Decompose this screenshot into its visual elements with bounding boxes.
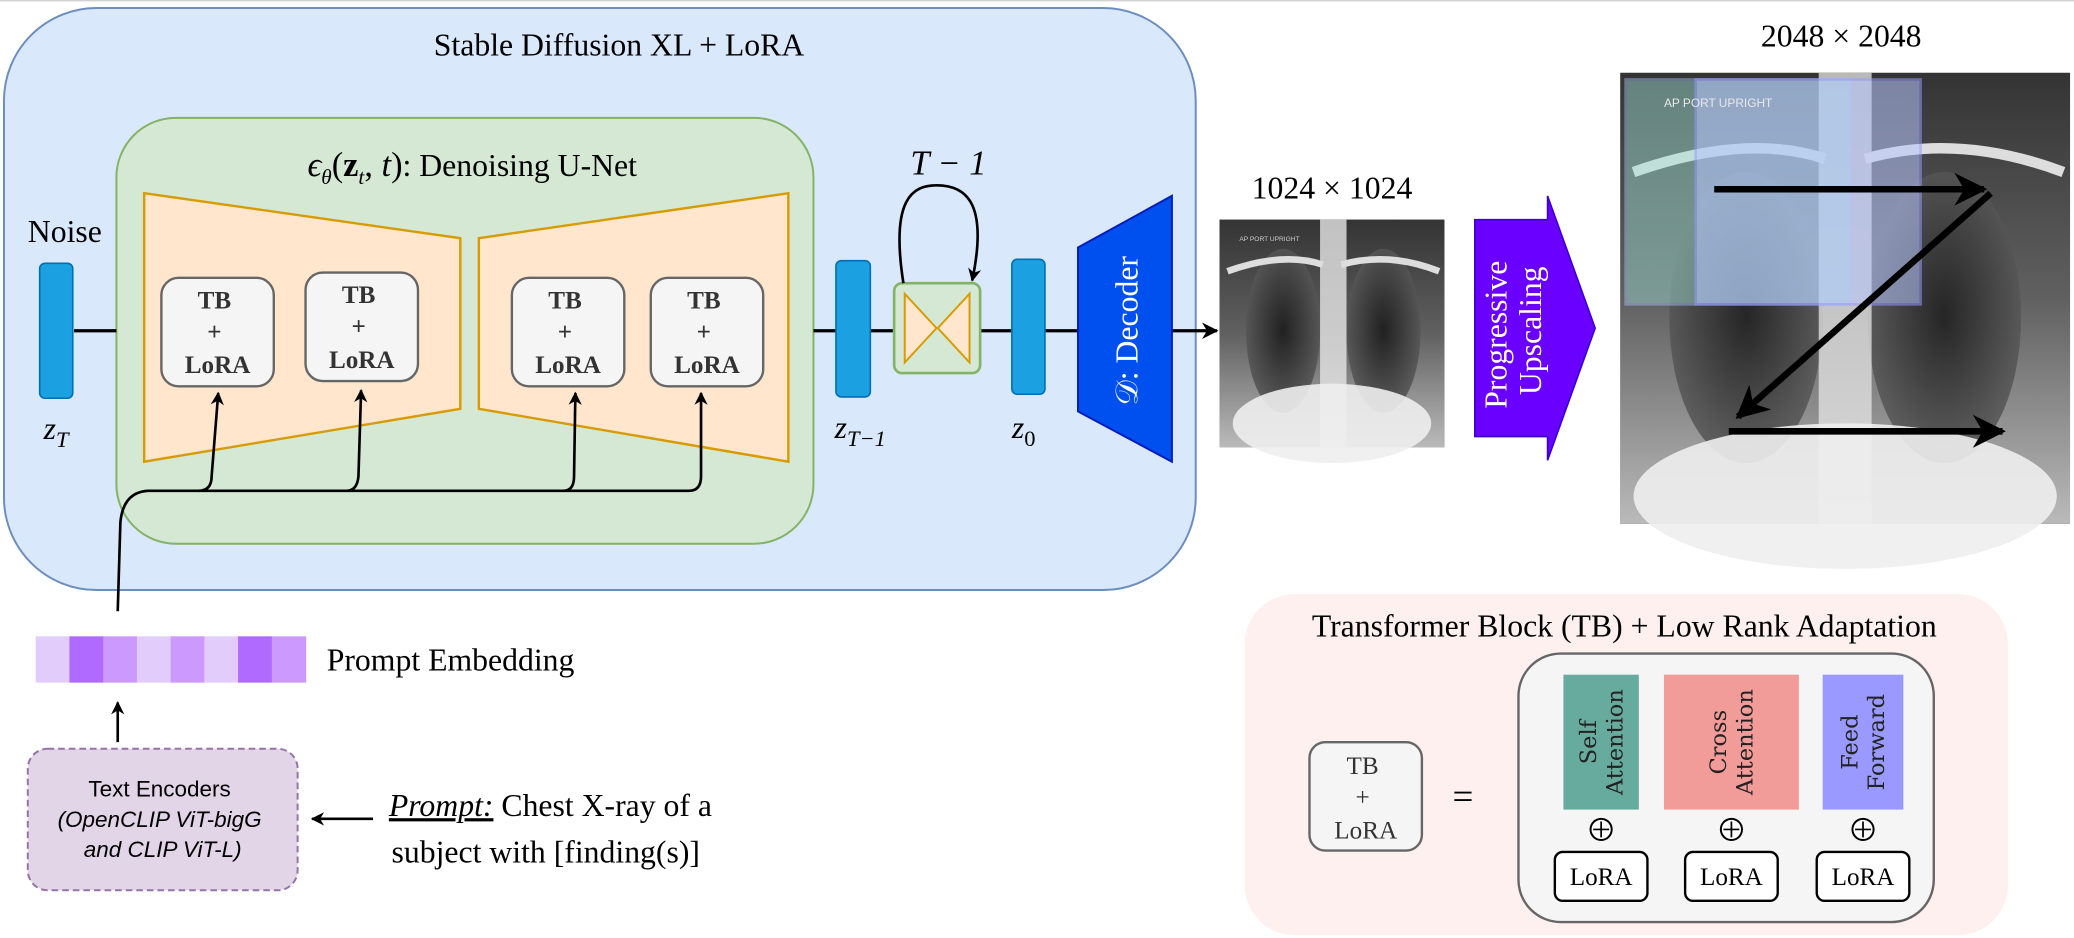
resolution-2048-label: 2048 × 2048: [1761, 18, 1922, 53]
svg-text:Progressive Upscaling: Progressive Upscaling: [1479, 253, 1548, 409]
loop-arrow: [898, 183, 982, 284]
resolution-1024-label: 1024 × 1024: [1252, 171, 1413, 206]
lora-adapter-label: LoRA: [1570, 864, 1633, 891]
loop-label: T − 1: [910, 145, 986, 183]
embedding-cell: [35, 636, 71, 683]
conditioning-arrows: [116, 388, 708, 612]
sdxl-panel: Stable Diffusion XL + LoRA ϵθ(zt, t): De…: [2, 7, 1219, 612]
embedding-cell: [204, 636, 239, 683]
svg-text:Text Encoders (OpenCLIP: Text Encoders (OpenCLIP ViT-bigG and CLI…: [58, 776, 268, 862]
svg-text:AP PORT UPRIGHT: AP PORT UPRIGHT: [1239, 236, 1299, 243]
latent-z-T-minus-1: [835, 259, 872, 398]
noise-label: Noise: [28, 214, 102, 249]
prompt-text: Prompt: Chest X-ray of a subject with [f…: [388, 788, 712, 869]
tb-module-label: FeedForward: [1838, 694, 1890, 790]
lora-adapter-box: [1683, 850, 1779, 903]
embedding-cell: [271, 636, 307, 683]
xray-1024-image: AP PORT UPRIGHT: [1219, 219, 1445, 464]
tb-block: TB + LoRA: [510, 276, 626, 388]
prompt-embedding-label: Prompt Embedding: [327, 643, 575, 678]
prompt-embedding: [35, 636, 307, 683]
sdxl-title: Stable Diffusion XL + LoRA: [434, 28, 805, 63]
svg-text:TB + LoRA: TB + LoRA: [329, 282, 395, 374]
scan-path-arrows: [1714, 172, 2006, 448]
text-encoders-box: Text Encoders (OpenCLIP ViT-bigG and CLI…: [26, 747, 299, 892]
latent-z-0: [1011, 258, 1046, 396]
lora-adapter-label: LoRA: [1700, 864, 1763, 891]
equals-sign: =: [1452, 776, 1473, 817]
tb-block: TB + LoRA: [649, 276, 765, 388]
svg-text:TB + LoRA: TB + LoRA: [535, 287, 601, 379]
lora-adapter-label: LoRA: [1832, 864, 1895, 891]
embedding-cell: [238, 636, 273, 683]
svg-text:Prompt: Chest X-ray of a: Prompt: Chest X-ray of a: [388, 788, 712, 823]
unet-title: ϵθ(zt, t): Denoising U-Net: [307, 146, 637, 189]
unet-box: ϵθ(zt, t): Denoising U-Net TB + LoRA TB …: [115, 116, 815, 612]
tb-block: TB + LoRA: [160, 276, 275, 388]
latent-z-T: [38, 262, 74, 400]
tb-block: TB + LoRA: [304, 271, 420, 383]
embedding-cell: [136, 636, 172, 683]
z-T-label: zT: [43, 411, 70, 452]
progressive-upscaling-arrow: Progressive Upscaling: [1474, 195, 1597, 461]
svg-text:TB + LoRA: TB + LoRA: [1334, 753, 1397, 845]
tb-explainer-panel: Transformer Block (TB) + Low Rank Adapta…: [1244, 593, 2008, 936]
unet-decoder-trapezoid: [477, 191, 790, 464]
decoder-label: 𝒟: Decoder: [1110, 256, 1145, 406]
tb-lora-block: TB + LoRA: [1308, 740, 1424, 852]
z-0-label: z0: [1011, 410, 1036, 451]
z-T-minus-1-label: zT−1: [834, 410, 886, 451]
xray-2048-image: AP PORT UPRIGHT: [1620, 72, 2071, 569]
svg-text:AP PORT UPRIGHT: AP PORT UPRIGHT: [1664, 96, 1772, 110]
tb-module-label: CrossAttention: [1706, 689, 1758, 796]
svg-text:subject with [finding(s)]: subject with [finding(s)]: [392, 835, 700, 870]
embedding-cell: [103, 636, 138, 683]
lora-adapter-box: [1553, 850, 1649, 903]
embedding-cell: [69, 636, 104, 683]
embedding-cell: [170, 636, 206, 683]
tb-panel-title: Transformer Block (TB) + Low Rank Adapta…: [1312, 608, 1937, 643]
lora-adapter-box: [1815, 850, 1911, 903]
svg-text:TB + LoRA: TB + LoRA: [185, 287, 251, 379]
svg-text:TB + LoRA: TB + LoRA: [674, 287, 740, 379]
tb-module-label: SelfAttention: [1576, 689, 1628, 796]
vae-decoder: 𝒟: Decoder: [1077, 194, 1173, 464]
mini-unet-icon: [892, 281, 982, 375]
